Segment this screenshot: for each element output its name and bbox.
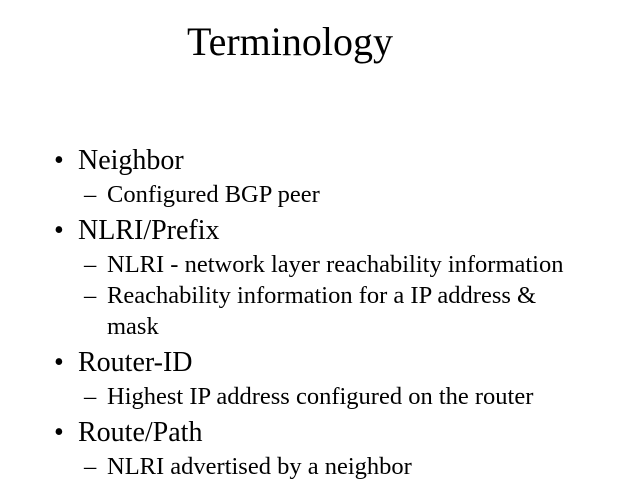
bullet-label: NLRI/Prefix	[78, 215, 220, 246]
bullet-item: • Route/Path	[0, 415, 638, 451]
bullet-item: • Neighbor	[0, 143, 638, 179]
bullet-item: • Router-ID	[0, 345, 638, 381]
bullet-label: Router-ID	[78, 347, 193, 378]
dash-icon: –	[84, 181, 97, 208]
bullet-icon: •	[54, 145, 64, 176]
sub-bullet-item: – NLRI advertised by a neighbor	[0, 451, 638, 479]
sub-bullet-label: Configured BGP peer	[107, 181, 320, 208]
dash-icon: –	[84, 453, 97, 479]
dash-icon: –	[84, 251, 97, 278]
sub-bullet-item: – Configured BGP peer	[0, 179, 638, 210]
sub-bullet-item: – NLRI - network layer reachability info…	[0, 249, 638, 280]
sub-bullet-item: – Highest IP address configured on the r…	[0, 381, 638, 412]
sub-bullet-label: Highest IP address configured on the rou…	[107, 383, 534, 410]
bullet-icon: •	[54, 347, 64, 378]
dash-icon: –	[84, 383, 97, 410]
bullet-icon: •	[54, 417, 64, 448]
bullet-item: • NLRI/Prefix	[0, 213, 638, 249]
slide-title: Terminology	[186, 19, 394, 64]
sub-bullet-label: Reachability information for a IP addres…	[107, 282, 537, 340]
bullet-icon: •	[54, 215, 64, 246]
bullet-label: Neighbor	[78, 145, 184, 176]
bullet-label: Route/Path	[78, 417, 203, 448]
bullet-list: • Neighbor – Configured BGP peer • NLRI/…	[0, 143, 638, 479]
sub-bullet-label: NLRI - network layer reachability inform…	[107, 251, 564, 278]
dash-icon: –	[84, 282, 97, 309]
sub-bullet-item: – Reachability information for a IP addr…	[0, 280, 638, 342]
sub-bullet-label: NLRI advertised by a neighbor	[107, 453, 412, 479]
